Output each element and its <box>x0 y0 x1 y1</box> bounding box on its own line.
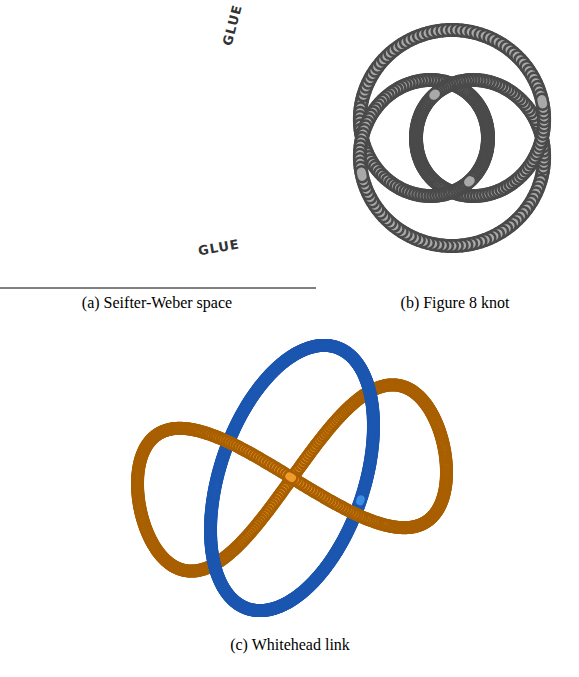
tube-edge <box>434 94 436 96</box>
whitehead-link <box>138 345 447 610</box>
tube-body <box>357 172 367 176</box>
tube-edge <box>535 100 550 104</box>
figure-eight-knot <box>360 30 544 246</box>
tube-body <box>469 181 471 183</box>
tube-edge <box>469 181 471 183</box>
tube-body <box>537 100 547 104</box>
dodecahedron <box>74 25 316 249</box>
rule-line <box>0 288 316 289</box>
tube-edge <box>354 172 369 176</box>
tube-body <box>434 94 436 96</box>
